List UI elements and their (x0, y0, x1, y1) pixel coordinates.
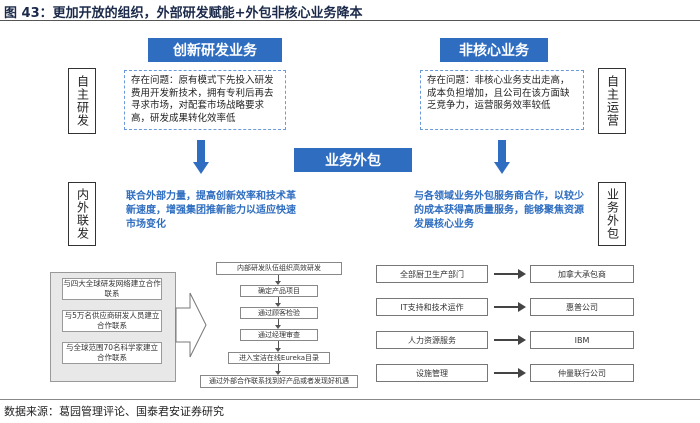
process-arrow (274, 275, 283, 285)
outsourcing-arrow (494, 268, 526, 280)
source-divider (0, 399, 700, 400)
outsourcing-arrow (494, 367, 526, 379)
side-label-self-operation: 自主运营 (598, 68, 626, 134)
title-divider (0, 20, 700, 21)
outsourced-function: 全部厨卫生产部门 (376, 265, 488, 283)
process-arrow (274, 364, 283, 375)
outsourced-function: IT支持和技术运作 (376, 298, 488, 316)
left-problem-box: 存在问题：原有模式下先投入研发费用开发新技术，拥有专利后再去寻求市场，对配套市场… (124, 70, 286, 130)
right-down-arrow (494, 140, 510, 176)
process-step: 通过顾客检验 (240, 307, 318, 319)
left-down-arrow (193, 140, 209, 176)
outsourcing-arrow (494, 301, 526, 313)
network-item: 与全球范围70名科学家建立合作联系 (62, 342, 162, 364)
process-step: 通过经理审查 (240, 329, 318, 341)
side-label-joint-rd: 内外联发 (68, 182, 96, 246)
left-solution-text: 联合外部力量，提高创新效率和技术革新速度，增强集团推新能力以适应快速市场变化 (126, 191, 296, 230)
outsourced-function: 人力资源服务 (376, 331, 488, 349)
outsourcing-partner: IBM (530, 331, 634, 349)
figure-title: 图 43：更加开放的组织，外部研发赋能+外包非核心业务降本 (4, 6, 363, 21)
side-label-self-rd: 自主研发 (68, 68, 96, 134)
hollow-right-arrow (175, 292, 207, 358)
outsourcing-partner: 仲量联行公司 (530, 364, 634, 382)
outsourcing-partner: 加拿大承包商 (530, 265, 634, 283)
side-label-business-outsourcing: 业务外包 (598, 182, 626, 246)
outsourcing-arrow (494, 334, 526, 346)
process-arrow (274, 319, 283, 329)
heading-non-core: 非核心业务 (440, 38, 548, 62)
process-step: 通过外部合作联系找到好产品或者发现好机遇 (200, 375, 358, 388)
process-step: 进入宝洁在线Eureka目录 (228, 352, 330, 364)
process-step: 内部研发队伍组织高效研发 (216, 262, 342, 275)
outsourcing-partner: 惠普公司 (530, 298, 634, 316)
data-source: 数据来源：葛园管理评论、国泰君安证券研究 (4, 405, 224, 418)
network-item: 与四大全球研发网络建立合作联系 (62, 278, 162, 300)
process-step: 确定产品项目 (240, 285, 318, 297)
heading-outsourcing: 业务外包 (294, 148, 412, 172)
outsourced-function: 设施管理 (376, 364, 488, 382)
right-solution-text: 与各领域业务外包服务商合作，以较少的成本获得高质量服务，能够聚焦资源发展核心业务 (414, 191, 584, 230)
network-item: 与5万名供应商研发人员建立合作联系 (62, 310, 162, 332)
process-arrow (274, 341, 283, 352)
right-problem-box: 存在问题：非核心业务支出走高，成本负担增加，且公司在该方面缺乏竞争力，运营服务效… (420, 70, 584, 130)
heading-innovation-rd: 创新研发业务 (148, 38, 282, 62)
process-arrow (274, 297, 283, 307)
